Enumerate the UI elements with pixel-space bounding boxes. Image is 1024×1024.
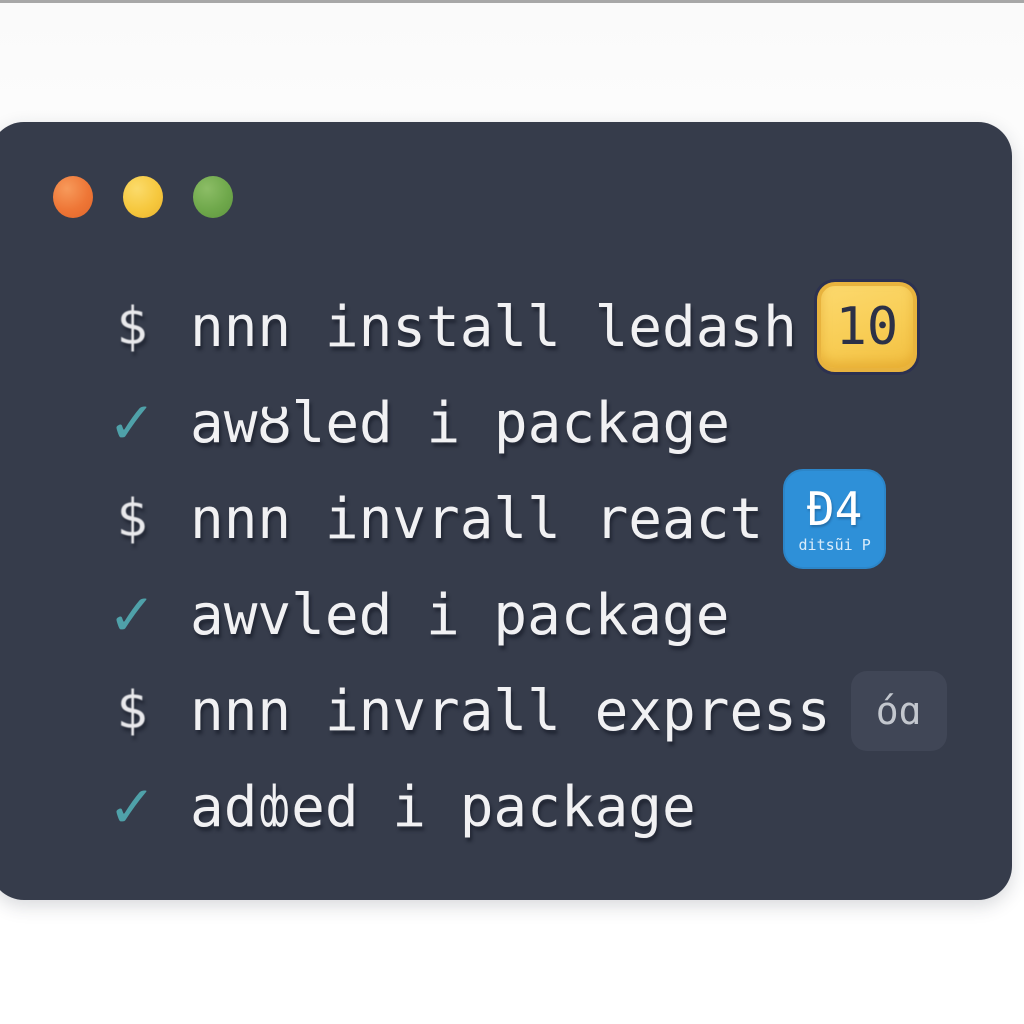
close-button[interactable] — [53, 176, 93, 218]
terminal-output: $ nnn install ledash 10 ✓ awȣled i package $ n… — [0, 279, 1012, 855]
prompt-symbol: $ — [116, 681, 148, 741]
command-text: nnn install ledash — [190, 294, 797, 360]
line-icon-column: $ — [92, 489, 172, 549]
window-titlebar — [0, 122, 1012, 218]
output-text: adȸed i package — [190, 774, 696, 840]
command-text: nnn invrall react — [190, 486, 764, 552]
line-icon-column: $ — [92, 297, 172, 357]
badge-main-text: Ð4 — [806, 481, 863, 536]
command-text: nnn invrall express — [190, 678, 831, 744]
output-text: awȣled i package — [190, 390, 730, 456]
top-divider-line — [0, 0, 1024, 3]
line-icon-column: ✓ — [92, 778, 172, 836]
check-icon: ✓ — [107, 581, 157, 649]
terminal-command-line: $ nnn invrall express óɑ — [0, 663, 1012, 759]
line-icon-column: $ — [92, 681, 172, 741]
terminal-output-line: ✓ adȸed i package — [0, 759, 1012, 855]
output-text: awvled i package — [190, 582, 730, 648]
line-icon-column: ✓ — [92, 586, 172, 644]
terminal-output-line: ✓ awvled i package — [0, 567, 1012, 663]
check-icon: ✓ — [107, 389, 157, 457]
yellow-count-badge: 10 — [816, 282, 917, 372]
gray-count-badge: óɑ — [850, 671, 947, 751]
minimize-button[interactable] — [123, 176, 163, 218]
prompt-symbol: $ — [116, 297, 148, 357]
terminal-window: $ nnn install ledash 10 ✓ awȣled i package $ n… — [0, 122, 1012, 900]
zoom-button[interactable] — [193, 176, 233, 218]
terminal-output-line: ✓ awȣled i package — [0, 375, 1012, 471]
badge-sub-text: ditsũi P — [798, 535, 871, 554]
terminal-command-line: $ nnn install ledash 10 — [0, 279, 1012, 375]
prompt-symbol: $ — [116, 489, 148, 549]
check-icon: ✓ — [107, 773, 157, 841]
line-icon-column: ✓ — [92, 394, 172, 452]
